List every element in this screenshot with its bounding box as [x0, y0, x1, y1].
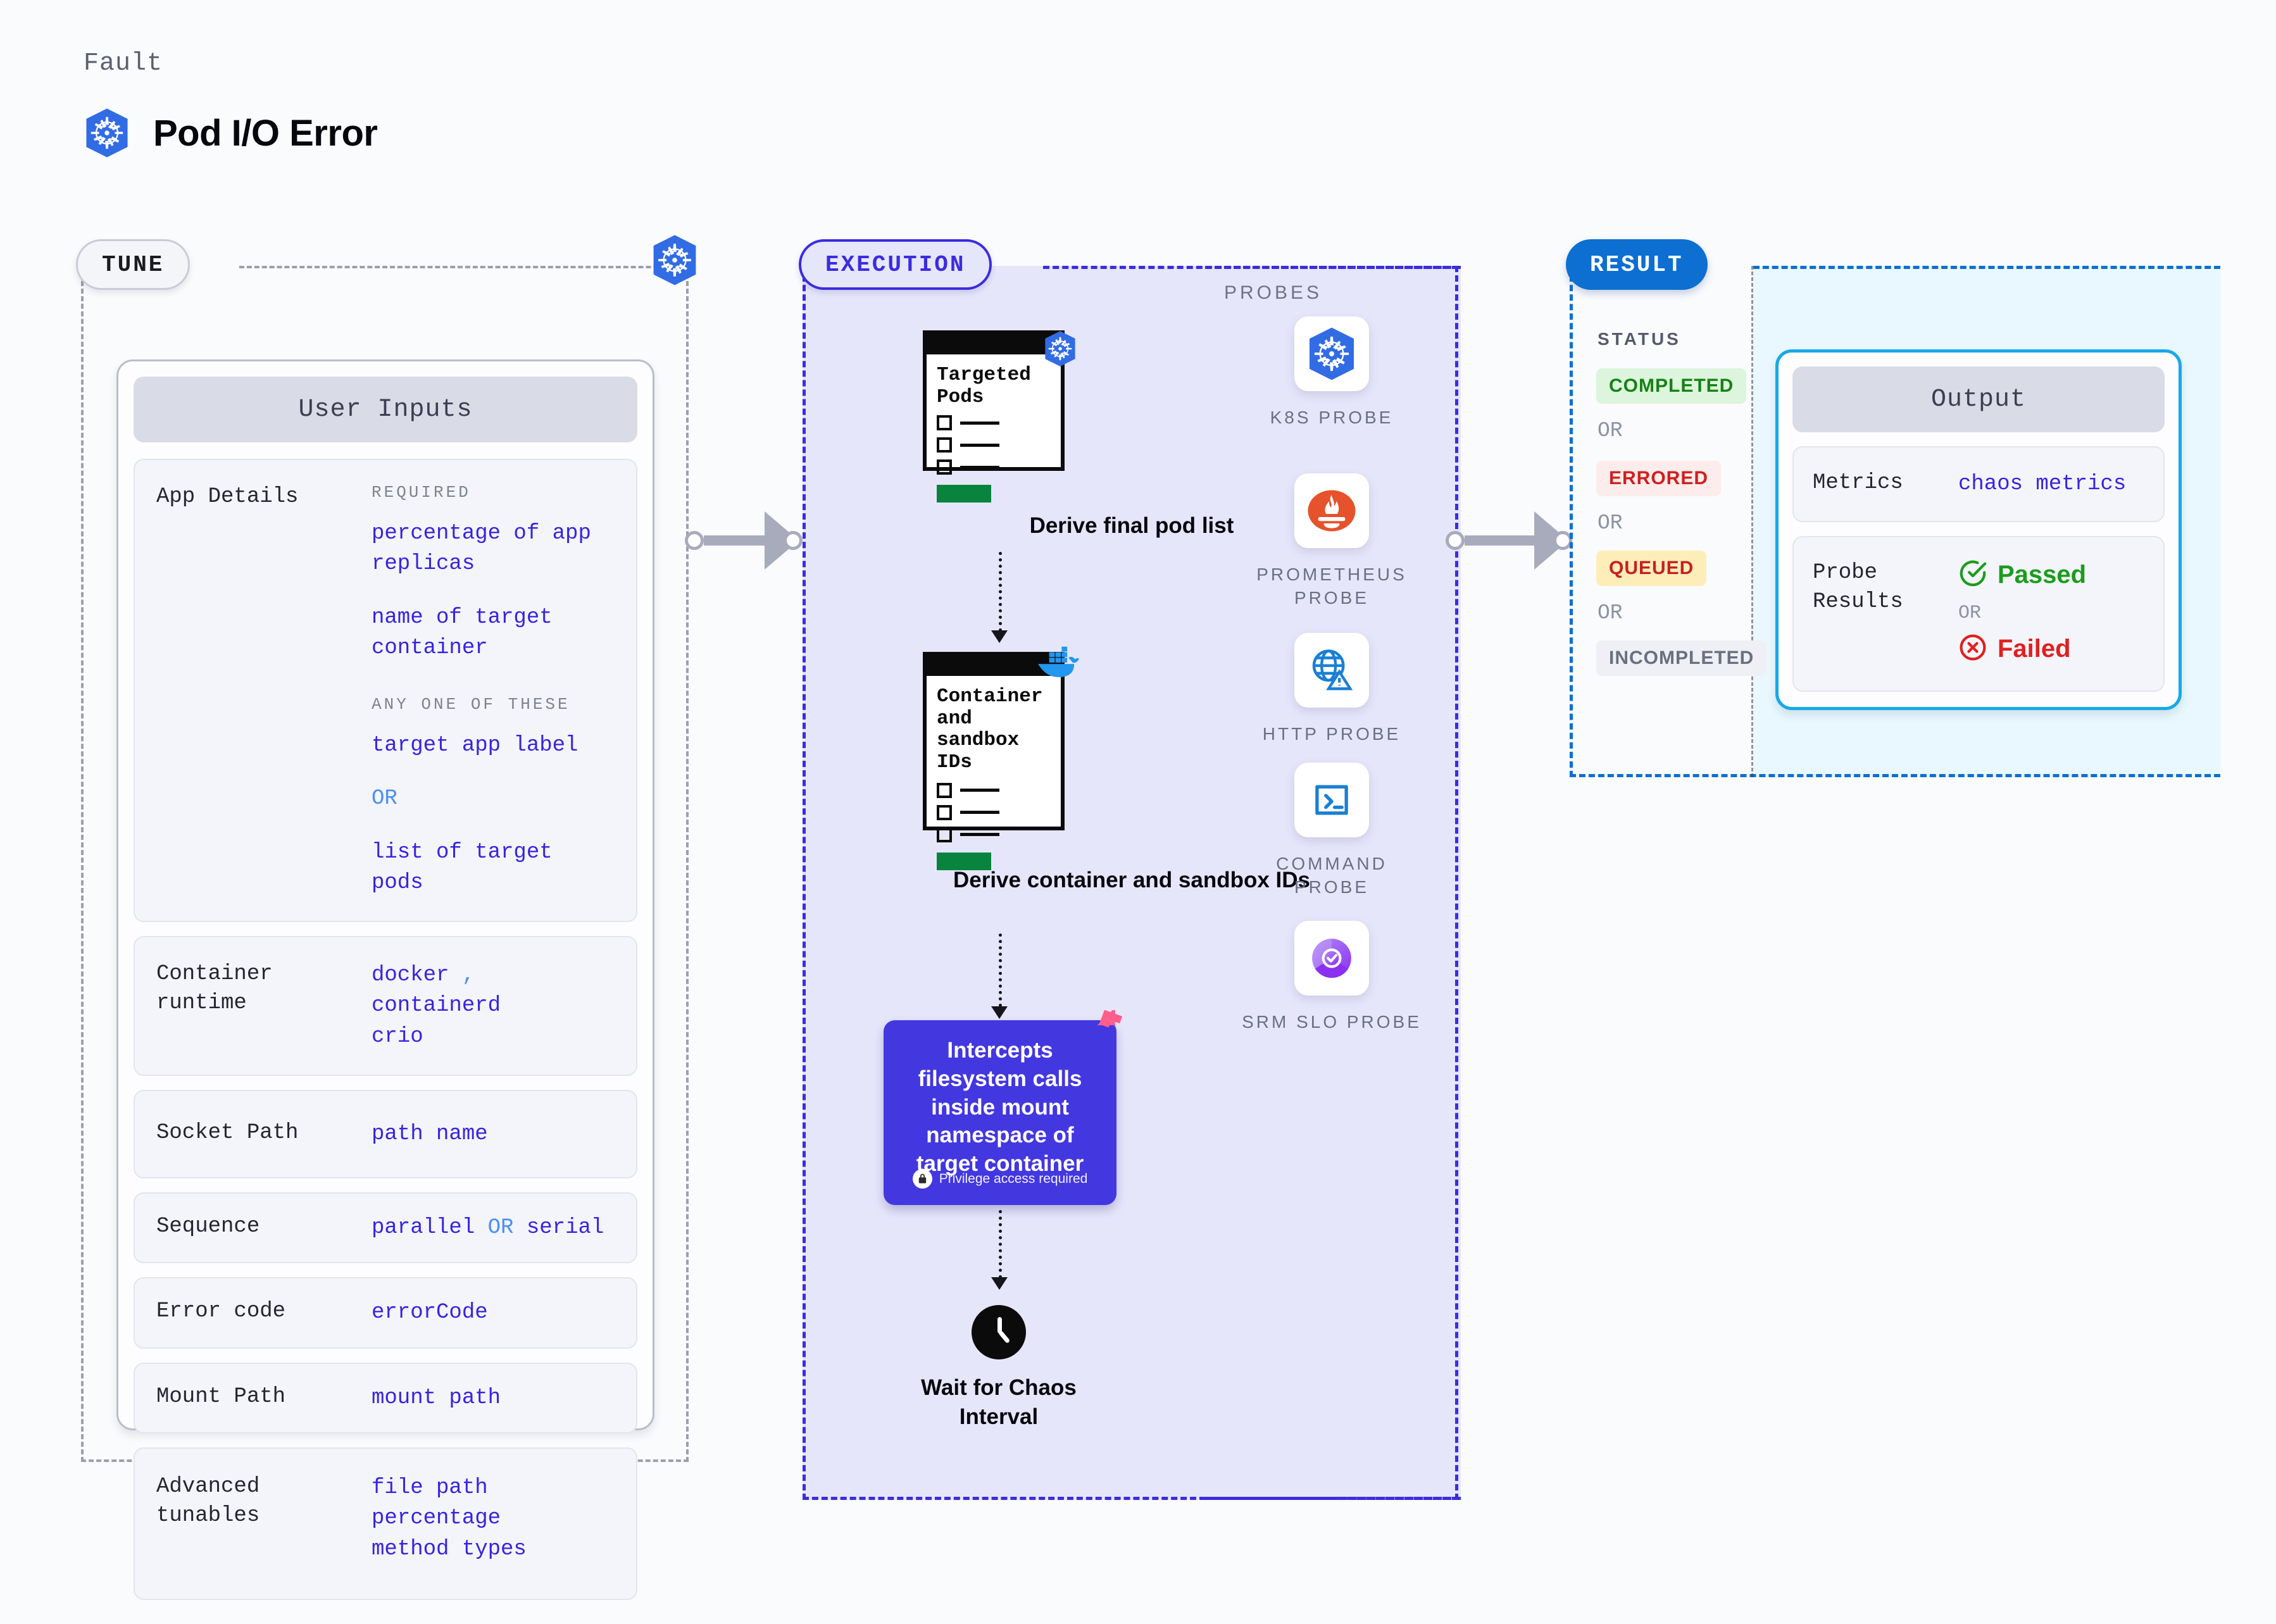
- field-value: method types: [372, 1537, 527, 1561]
- container-sandbox-doc: Container and sandbox IDs: [923, 652, 1065, 870]
- connector-tune-to-execution: [685, 511, 803, 570]
- field-label: Sequence: [156, 1215, 260, 1239]
- user-inputs-card: User Inputs App Details REQUIRED percent…: [116, 359, 654, 1600]
- field-advanced-tunables[interactable]: Advanced tunables file path percentage m…: [134, 1447, 637, 1600]
- page-title-row: Pod I/O Error: [84, 108, 378, 158]
- field-probe-results[interactable]: Probe Results Passed OR Failed: [1792, 536, 2165, 692]
- field-label: Container runtime: [156, 962, 273, 1016]
- wait-caption: Wait for Chaos Interval: [921, 1375, 1077, 1429]
- field-label: Advanced tunables: [156, 1474, 260, 1528]
- field-value: file path: [372, 1475, 488, 1500]
- page-kicker: Fault: [84, 49, 163, 78]
- or-label: OR: [1598, 511, 1623, 535]
- field-value-or: OR: [372, 787, 397, 811]
- status-title: STATUS: [1598, 329, 1681, 349]
- status-column: STATUS COMPLETED OR ERRORED OR QUEUED OR…: [1570, 266, 1767, 777]
- docker-icon: [1037, 646, 1081, 684]
- result-pill[interactable]: RESULT: [1566, 239, 1708, 290]
- probe-srm-slo[interactable]: SRM SLO PROBE: [1237, 921, 1427, 1034]
- field-mount-path[interactable]: Mount Path mount path: [134, 1362, 637, 1433]
- user-inputs-header: User Inputs: [134, 377, 637, 442]
- probe-label: K8S PROBE: [1270, 408, 1394, 427]
- field-label: App Details: [156, 485, 299, 509]
- prometheus-icon: [1294, 473, 1369, 548]
- field-error-code[interactable]: Error code errorCode: [134, 1277, 637, 1349]
- execution-panel: EXECUTION: [799, 239, 1461, 1500]
- http-globe-warning-icon: [1294, 633, 1369, 708]
- execution-pill[interactable]: EXECUTION: [799, 239, 992, 290]
- status-badge-completed: COMPLETED: [1596, 368, 1747, 404]
- probe-k8s[interactable]: K8S PROBE: [1237, 316, 1427, 430]
- intercept-card: Intercepts filesystem calls inside mount…: [884, 1007, 1123, 1205]
- status-badge-incompleted: INCOMPLETED: [1596, 640, 1767, 676]
- probe-label: HTTP PROBE: [1262, 724, 1401, 744]
- field-value: list of target pods: [372, 840, 553, 895]
- field-value: parallel OR serial: [372, 1216, 604, 1240]
- field-sequence[interactable]: Sequence parallel OR serial: [134, 1192, 637, 1264]
- check-circle-icon: [1958, 559, 1987, 591]
- field-socket-path[interactable]: Socket Path path name: [134, 1089, 637, 1179]
- chaos-icon: [1092, 1007, 1125, 1041]
- probe-label: COMMAND PROBE: [1276, 854, 1387, 897]
- field-value: percentage: [372, 1506, 501, 1531]
- probe-label: PROMETHEUS PROBE: [1256, 565, 1407, 608]
- status-badge-errored: ERRORED: [1596, 461, 1722, 496]
- field-value: path name: [372, 1121, 488, 1146]
- field-metrics[interactable]: Metrics chaos metrics: [1792, 446, 2165, 523]
- targeted-pods-doc: Targeted Pods: [923, 330, 1065, 503]
- connector-execution-to-result: [1446, 511, 1572, 570]
- field-label: Socket Path: [156, 1120, 299, 1145]
- status-badge-queued: QUEUED: [1596, 551, 1707, 586]
- kubernetes-icon: [651, 234, 699, 286]
- probe-passed-label: Passed: [1998, 561, 2087, 589]
- or-label: OR: [1598, 601, 1623, 625]
- probe-prometheus[interactable]: PROMETHEUS PROBE: [1237, 473, 1427, 610]
- field-meta: ANY ONE OF THESE: [372, 695, 570, 715]
- intercept-text: Intercepts filesystem calls inside mount…: [916, 1038, 1084, 1177]
- probe-label: SRM SLO PROBE: [1242, 1012, 1422, 1032]
- probe-failed-label: Failed: [1998, 635, 2071, 663]
- probes-panel: PROBES: [1205, 266, 1458, 1500]
- field-value: mount path: [372, 1385, 501, 1410]
- page-title: Pod I/O Error: [153, 112, 378, 154]
- terminal-icon: [1294, 763, 1369, 837]
- kubernetes-icon: [84, 108, 130, 158]
- doc-title: Targeted Pods: [937, 364, 1031, 408]
- step-caption: Derive final pod list: [1029, 513, 1234, 538]
- field-value: name of target container: [372, 605, 553, 660]
- field-value: crio: [372, 1024, 423, 1049]
- field-value: errorCode: [372, 1301, 488, 1325]
- field-value: chaos metrics: [1958, 472, 2127, 496]
- kubernetes-icon: [1043, 330, 1077, 370]
- field-container-runtime[interactable]: Container runtime docker , containerd cr…: [134, 936, 637, 1076]
- privilege-text: Privilege access required: [939, 1171, 1088, 1186]
- privilege-note: Privilege access required: [884, 1169, 1116, 1189]
- field-label: Probe Results: [1813, 561, 1903, 615]
- clock-icon: [972, 1305, 1026, 1359]
- field-app-details[interactable]: App Details REQUIRED percentage of app r…: [134, 459, 637, 923]
- tune-pill[interactable]: TUNE: [76, 239, 191, 290]
- field-meta: REQUIRED: [372, 483, 471, 502]
- kubernetes-icon: [1294, 316, 1369, 391]
- probes-title: PROBES: [1224, 282, 1323, 303]
- srm-slo-icon: [1294, 921, 1369, 996]
- step-caption: Derive container and sandbox IDs: [953, 868, 1311, 892]
- output-header: Output: [1792, 366, 2165, 432]
- lock-icon: [912, 1169, 932, 1189]
- x-circle-icon: [1958, 633, 1987, 665]
- field-label: Metrics: [1813, 471, 1903, 495]
- doc-title: Container and sandbox IDs: [937, 685, 1043, 774]
- or-label: OR: [1598, 419, 1623, 442]
- tune-panel: TUNE User Inputs App Details REQUIRED pe…: [76, 239, 689, 1600]
- or-label: OR: [1958, 603, 1982, 625]
- field-label: Error code: [156, 1299, 286, 1324]
- field-value: docker , containerd: [372, 963, 501, 1018]
- field-value: target app label: [372, 734, 578, 758]
- field-label: Mount Path: [156, 1384, 286, 1409]
- probe-http[interactable]: HTTP PROBE: [1237, 633, 1427, 746]
- output-card: Output Metrics chaos metrics Probe Resul…: [1775, 349, 2182, 710]
- probe-command[interactable]: COMMAND PROBE: [1237, 763, 1427, 899]
- field-value: percentage of app replicas: [372, 522, 591, 577]
